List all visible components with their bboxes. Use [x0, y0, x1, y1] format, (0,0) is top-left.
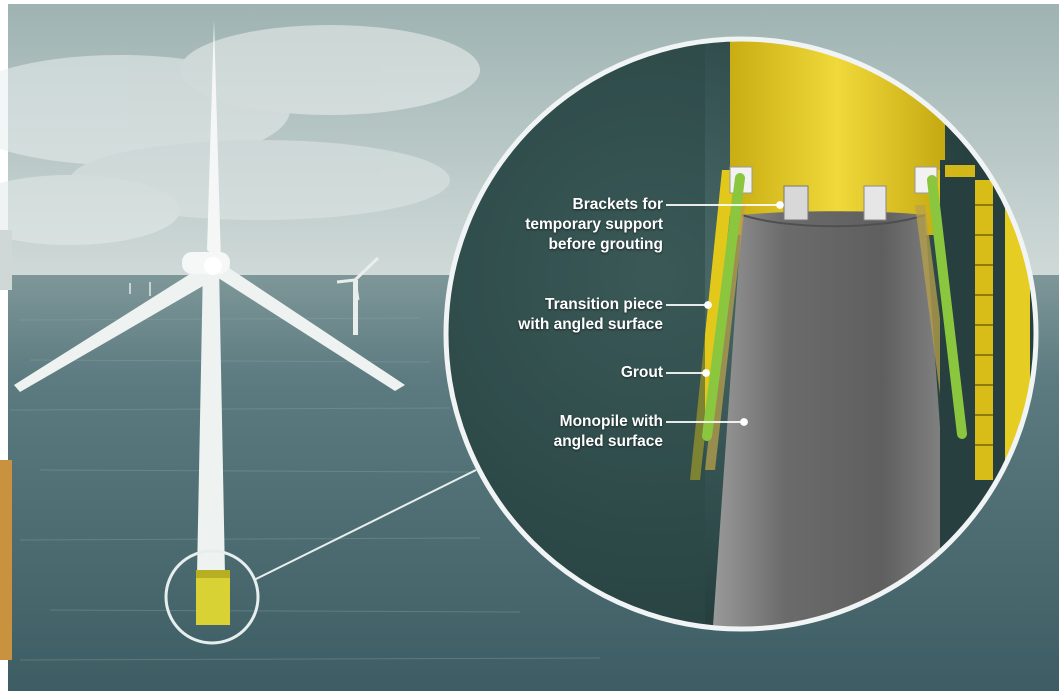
label-brackets-line-1: Brackets for	[572, 196, 663, 213]
monopile	[712, 211, 955, 629]
label-grout: Grout	[621, 363, 663, 383]
edge-strip-top	[0, 230, 12, 290]
edge-strip-bottom	[0, 460, 12, 660]
label-monopile-line-2: angled surface	[553, 433, 663, 450]
label-transition-line-1: Transition piece	[544, 296, 663, 313]
label-monopile-line-1: Monopile with	[559, 413, 663, 430]
bracket-3	[863, 185, 887, 221]
clouds	[0, 25, 480, 245]
distant-turbine-small	[129, 282, 151, 296]
blade-right	[212, 262, 405, 391]
label-brackets-line-3: before grouting	[548, 236, 663, 253]
grout-highlight-left	[702, 173, 745, 441]
label-pointers	[666, 201, 784, 426]
blade-up	[207, 20, 221, 262]
label-brackets-line-2: temporary support	[525, 216, 663, 233]
main-turbine	[14, 20, 405, 625]
inset-border	[443, 36, 1039, 632]
label-monopile: Monopile with angled surface	[554, 412, 663, 452]
grout-highlight-right	[927, 175, 967, 439]
distant-turbine	[336, 256, 380, 335]
label-brackets: Brackets for temporary support before gr…	[525, 195, 663, 255]
leader-line	[253, 469, 477, 581]
turbine-transition-piece	[196, 570, 230, 625]
hub	[204, 257, 222, 275]
turbine-tower	[197, 265, 225, 575]
label-grout-line-1: Grout	[620, 364, 663, 381]
ladder	[975, 180, 993, 480]
blade-left	[14, 262, 222, 392]
callout-circle	[164, 549, 260, 645]
label-transition-piece: Transition piece with angled surface	[518, 295, 663, 335]
label-transition-line-2: with angled surface	[518, 316, 663, 333]
bracket-2	[783, 185, 809, 221]
